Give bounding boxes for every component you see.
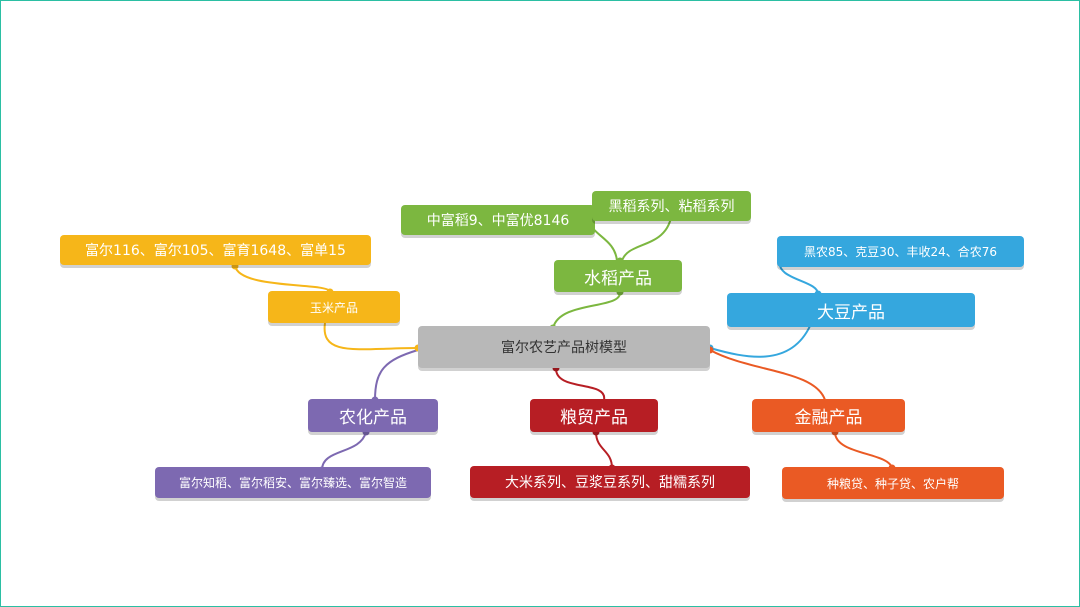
link-root-grain <box>554 367 606 401</box>
leaf-rice-series[interactable]: 黑稻系列、粘稻系列 <box>592 191 751 221</box>
branch-corn[interactable]: 玉米产品 <box>268 291 400 323</box>
link-root-soy <box>709 325 811 358</box>
link-root-agrochem <box>374 349 419 401</box>
link-root-finance <box>709 349 826 401</box>
leaf-agrochem-brands[interactable]: 富尔知稻、富尔稻安、富尔臻选、富尔智造 <box>155 467 431 498</box>
leaf-rice-varieties[interactable]: 中富稻9、中富优8146 <box>401 205 595 235</box>
leaf-finance-loans[interactable]: 种粮贷、种子贷、农户帮 <box>782 467 1004 499</box>
root-node[interactable]: 富尔农艺产品树模型 <box>418 326 710 368</box>
leaf-corn-varieties[interactable]: 富尔116、富尔105、富育1648、富单15 <box>60 235 371 265</box>
link-root-corn <box>323 322 419 351</box>
link-corn-leaf-1 <box>234 265 331 293</box>
branch-finance[interactable]: 金融产品 <box>752 399 905 432</box>
leaf-soy-varieties[interactable]: 黑农85、克豆30、丰收24、合农76 <box>777 236 1024 267</box>
branch-agrochem[interactable]: 农化产品 <box>308 399 438 432</box>
branch-soy[interactable]: 大豆产品 <box>727 293 975 327</box>
leaf-grain-series[interactable]: 大米系列、豆浆豆系列、甜糯系列 <box>470 466 750 498</box>
link-agrochem-leaf-1 <box>321 431 367 471</box>
link-root-rice <box>552 291 622 329</box>
branch-grain[interactable]: 粮贸产品 <box>530 399 658 432</box>
link-finance-leaf-1 <box>834 431 893 469</box>
link-grain-leaf-1 <box>595 431 613 469</box>
link-rice-leaf-2 <box>621 211 673 262</box>
branch-rice[interactable]: 水稻产品 <box>554 260 682 292</box>
